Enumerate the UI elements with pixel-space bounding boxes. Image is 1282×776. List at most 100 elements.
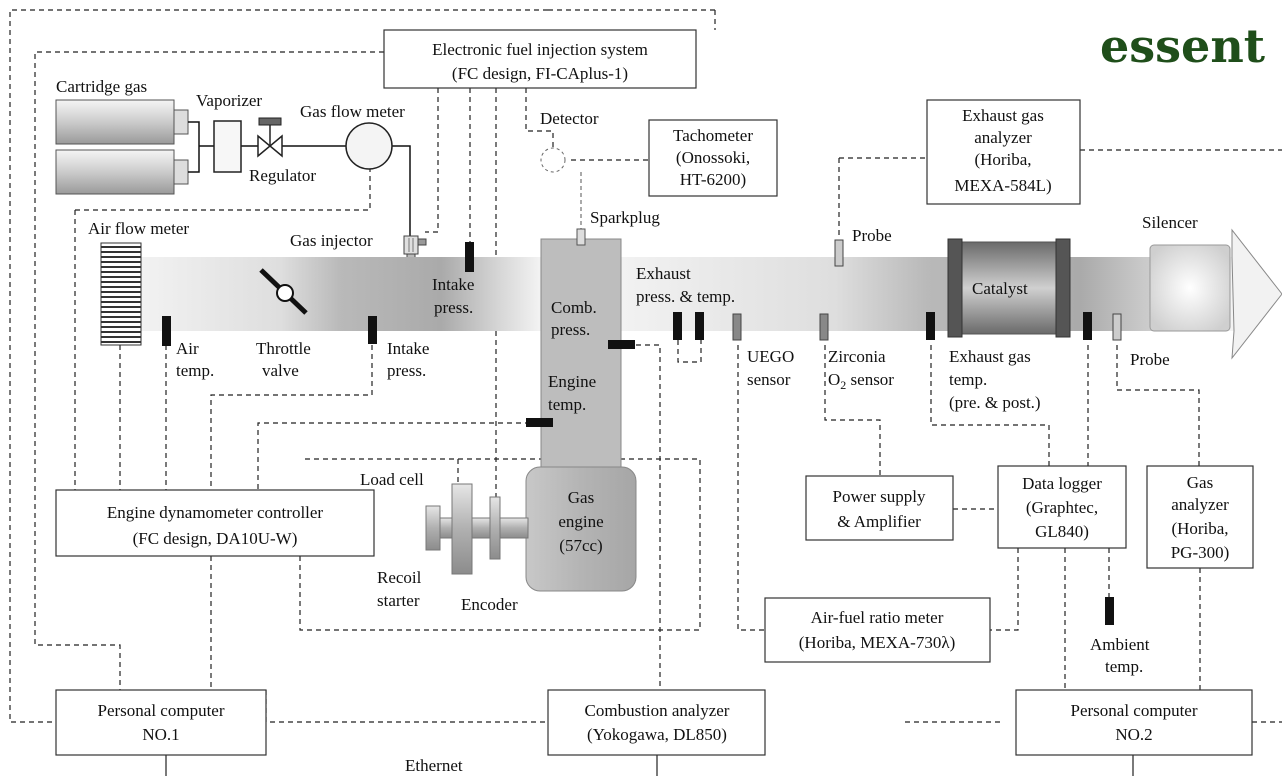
combustion-analyzer-text-2: (Yokogawa, DL850) (587, 725, 727, 744)
engine-temp-2: temp. (548, 395, 586, 414)
gas-lines (188, 121, 411, 236)
probe-bottom-label: Probe (1130, 350, 1170, 369)
recoil-starter-2: starter (377, 591, 420, 610)
vaporizer (213, 120, 242, 173)
sensor-marks (162, 242, 1114, 625)
intake-press-top-2: press. (434, 298, 473, 317)
comb-press-2: press. (551, 320, 590, 339)
power-supply-text-1: Power supply (832, 487, 926, 506)
exhaust-press-temp-1: Exhaust (636, 264, 691, 283)
af-meter-box (764, 597, 991, 663)
data-logger-text-3: GL840) (1035, 522, 1089, 541)
pc1-box (55, 689, 267, 756)
air-temp-1: Air (176, 339, 199, 358)
air-flow-meter-label: Air flow meter (88, 219, 189, 238)
dyno-shaft (425, 483, 529, 575)
cartridge-gas-label: Cartridge gas (56, 77, 147, 96)
pc1-text-1: Personal computer (98, 701, 225, 720)
watermark-text: essent (1100, 19, 1266, 73)
af-meter-text-2: (Horiba, MEXA-730λ) (799, 633, 956, 652)
zirconia-2: O2 sensor (828, 370, 894, 392)
ethernet-label: Ethernet (405, 756, 463, 775)
tachometer-text-3: HT-6200) (680, 170, 746, 189)
exhaust-arrow-head (1231, 228, 1282, 360)
data-logger-box (997, 465, 1127, 549)
regulator-valve (257, 117, 283, 158)
af-meter-text-1: Air-fuel ratio meter (811, 608, 944, 627)
gas-engine-3: (57cc) (559, 536, 602, 555)
efi-text-2: (FC design, FI-CAplus-1) (452, 64, 628, 83)
exhaust-analyzer-text-1: Exhaust gas (962, 106, 1044, 125)
cartridge-gas-cylinders (55, 99, 189, 195)
combustion-analyzer-text-1: Combustion analyzer (585, 701, 730, 720)
uego-2: sensor (747, 370, 791, 389)
throttle-valve (259, 268, 308, 315)
intake-press-bottom-2: press. (387, 361, 426, 380)
air-temp-2: temp. (176, 361, 214, 380)
gas-analyzer-text-4: PG-300) (1171, 543, 1230, 562)
comb-press-1: Comb. (551, 298, 597, 317)
exhaust-analyzer-text-4: MEXA-584L) (954, 176, 1051, 195)
throttle-valve-2: valve (262, 361, 299, 380)
tachometer-text-2: (Onossoki, (676, 148, 750, 167)
air-flow-meter (100, 242, 142, 346)
exhaust-gas-temp-1: Exhaust gas (949, 347, 1031, 366)
gas-engine-1: Gas (568, 488, 594, 507)
tachometer-box (648, 119, 778, 197)
dyno-controller-text-1: Engine dynamometer controller (107, 503, 324, 522)
pc1-text-2: NO.1 (142, 725, 179, 744)
vaporizer-label: Vaporizer (196, 91, 262, 110)
ambient-temp-1: Ambient (1090, 635, 1150, 654)
power-supply-text-2: & Amplifier (837, 512, 921, 531)
efi-text-1: Electronic fuel injection system (432, 40, 648, 59)
gas-analyzer-box (1146, 465, 1254, 569)
pc2-box (1015, 689, 1253, 756)
intake-press-bottom-1: Intake (387, 339, 429, 358)
exhaust-analyzer-text-3: (Horiba, (974, 150, 1031, 169)
combustion-analyzer-box (547, 689, 766, 756)
intake-pipe (140, 257, 542, 331)
intake-press-top-1: Intake (432, 275, 474, 294)
data-logger-text-1: Data logger (1022, 474, 1102, 493)
probe-top-label: Probe (852, 226, 892, 245)
catalyst-label: Catalyst (972, 279, 1028, 298)
gas-analyzer-text-2: analyzer (1171, 495, 1229, 514)
gas-engine-2: engine (558, 512, 603, 531)
recoil-starter-1: Recoil (377, 568, 422, 587)
silencer-label: Silencer (1142, 213, 1198, 232)
engine-cylinder (540, 238, 622, 508)
exhaust-gas-temp-3: (pre. & post.) (949, 393, 1041, 412)
engine-temp-1: Engine (548, 372, 596, 391)
gas-flow-meter-label: Gas flow meter (300, 102, 405, 121)
power-supply-box (805, 475, 954, 541)
tachometer-text-1: Tachometer (673, 126, 753, 145)
exhaust-gas-temp-2: temp. (949, 370, 987, 389)
uego-1: UEGO (747, 347, 794, 366)
data-logger-text-2: (Graphtec, (1026, 498, 1098, 517)
exhaust-press-temp-2: press. & temp. (636, 287, 735, 306)
dashed-signal-lines (9, 8, 1282, 723)
load-cell-label: Load cell (360, 470, 424, 489)
ambient-temp-2: temp. (1105, 657, 1143, 676)
zirconia-1: Zirconia (828, 347, 886, 366)
gas-flow-meter (345, 122, 393, 170)
efi-box (383, 29, 697, 89)
exhaust-analyzer-text-2: analyzer (974, 128, 1032, 147)
detector (540, 147, 566, 173)
pc2-text-2: NO.2 (1115, 725, 1152, 744)
silencer-block (1149, 244, 1231, 332)
catalyst-block (947, 238, 1071, 338)
detector-label: Detector (540, 109, 599, 128)
pc2-text-1: Personal computer (1071, 701, 1198, 720)
throttle-valve-1: Throttle (256, 339, 311, 358)
gas-analyzer-text-3: (Horiba, (1171, 519, 1228, 538)
ethernet-lines (165, 755, 1134, 776)
exhaust-analyzer-box (926, 99, 1081, 205)
sparkplug-label: Sparkplug (590, 208, 660, 227)
dyno-controller-text-2: (FC design, DA10U-W) (133, 529, 298, 548)
regulator-label: Regulator (249, 166, 316, 185)
dyno-controller-box (55, 489, 375, 557)
encoder-label: Encoder (461, 595, 518, 614)
gas-injector-label: Gas injector (290, 231, 373, 250)
